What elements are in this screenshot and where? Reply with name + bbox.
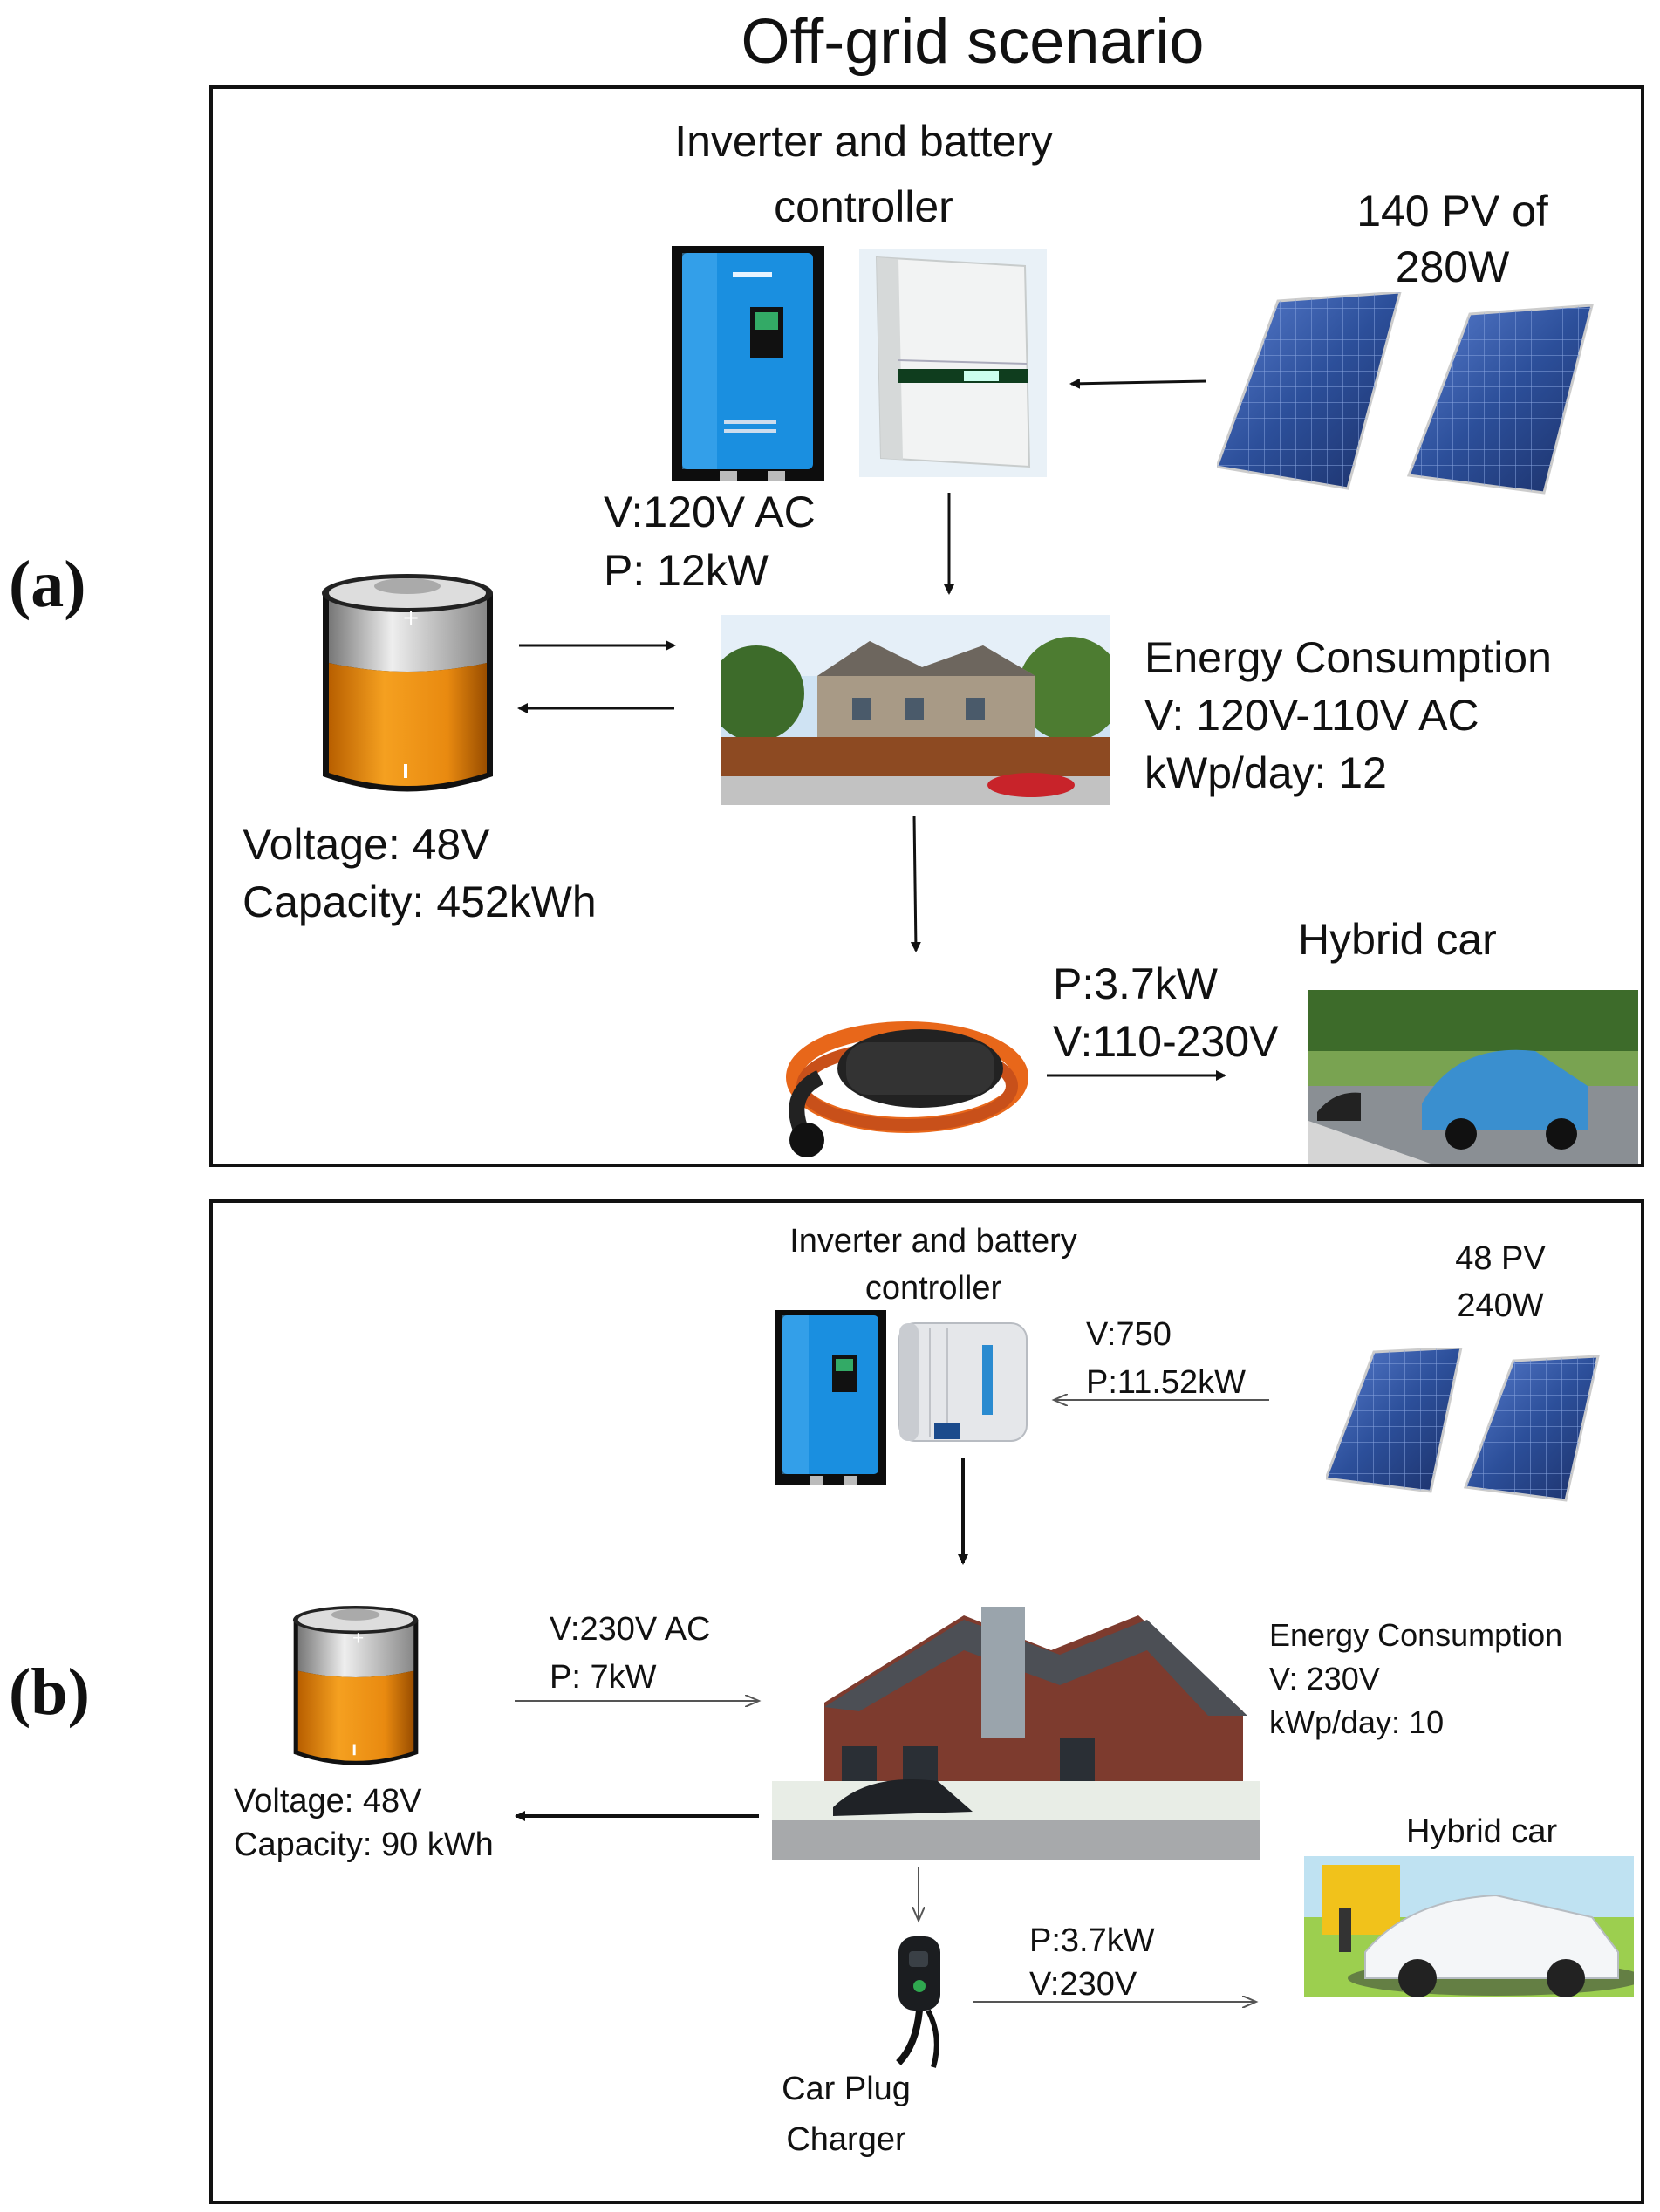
pv-label-b-line2: 240W	[1457, 1287, 1544, 1324]
consumption-a-line2: V: 120V-110V AC	[1144, 691, 1479, 740]
consumption-a-line1: Energy Consumption	[1144, 633, 1552, 682]
hybrid-car-photo-a	[1308, 990, 1638, 1164]
arrow-house-to-charger-a	[910, 815, 921, 952]
hybrid-car-photo-b	[1304, 1856, 1634, 1997]
battery-specs-a-line2: Capacity: 452kWh	[243, 877, 597, 926]
solar-panels-a	[1217, 292, 1594, 495]
car-title-b: Hybrid car	[1406, 1813, 1558, 1850]
solar-panel-left-b	[1326, 1348, 1463, 1493]
inverter-title-a-line1: Inverter and battery	[674, 117, 1053, 166]
inverter-title-b-line1: Inverter and battery	[789, 1223, 1077, 1260]
battery-a: +	[322, 574, 493, 792]
arrow-pv-to-inverter-a	[1069, 378, 1207, 389]
battery-link-specs-b-line1: V:230V AC	[550, 1611, 711, 1648]
battery-specs-b-line2: Capacity: 90 kWh	[234, 1826, 494, 1863]
car-title-a: Hybrid car	[1298, 915, 1497, 964]
svg-text:+: +	[352, 1629, 365, 1647]
inverter-specs-a-line1: V:120V AC	[604, 488, 816, 536]
panel-b-label: (b)	[9, 1656, 90, 1729]
inverter-grey-b	[898, 1322, 1028, 1442]
consumption-b-line2: V: 230V	[1269, 1661, 1380, 1697]
charger-label-b-line2: Charger	[786, 2121, 906, 2158]
panel-a-label: (a)	[9, 548, 86, 621]
svg-text:+: +	[402, 605, 420, 630]
hybrid-inverter-blue-b	[775, 1310, 886, 1485]
figure-title: Off-grid scenario	[741, 7, 1205, 77]
hybrid-inverter-blue-a	[672, 246, 824, 481]
wall-charger-b	[896, 1936, 940, 2068]
house-photo-a	[721, 615, 1110, 805]
battery-specs-b-line1: Voltage: 48V	[234, 1783, 422, 1819]
charger-specs-a-line2: V:110-230V	[1053, 1017, 1279, 1066]
solar-panels-b	[1326, 1348, 1600, 1502]
battery-link-specs-b-line2: P: 7kW	[550, 1659, 657, 1696]
inverter-specs-a-line2: P: 12kW	[604, 546, 769, 595]
house-photo-b	[772, 1598, 1260, 1860]
solar-panel-left	[1217, 292, 1402, 490]
consumption-b-line3: kWp/day: 10	[1269, 1704, 1445, 1740]
inverter-title-b-line2: controller	[864, 1270, 1002, 1307]
inverter-grey-a	[859, 249, 1047, 477]
pv-label-b-line1: 48 PV	[1455, 1240, 1546, 1277]
pv-specs-b-line2: P:11.52kW	[1086, 1364, 1247, 1401]
pv-label-a-line2: 280W	[1395, 242, 1510, 291]
consumption-a-line3: kWp/day: 12	[1144, 748, 1387, 797]
charger-specs-a-line1: P:3.7kW	[1053, 959, 1218, 1008]
battery-b: +	[292, 1606, 419, 1765]
consumption-b-line1: Energy Consumption	[1269, 1617, 1563, 1653]
solar-panel-right-b	[1463, 1355, 1600, 1502]
charger-specs-b-line2: V:230V	[1029, 1966, 1137, 2003]
charger-label-b-line1: Car Plug	[782, 2071, 911, 2107]
battery-specs-a-line1: Voltage: 48V	[243, 820, 490, 869]
inverter-title-a-line2: controller	[774, 182, 953, 231]
solar-panel-right	[1406, 304, 1594, 495]
charger-cable-a	[786, 1021, 1028, 1157]
charger-specs-b-line1: P:3.7kW	[1029, 1922, 1155, 1959]
pv-label-a-line1: 140 PV of	[1356, 187, 1548, 236]
pv-specs-b-line1: V:750	[1086, 1316, 1172, 1353]
